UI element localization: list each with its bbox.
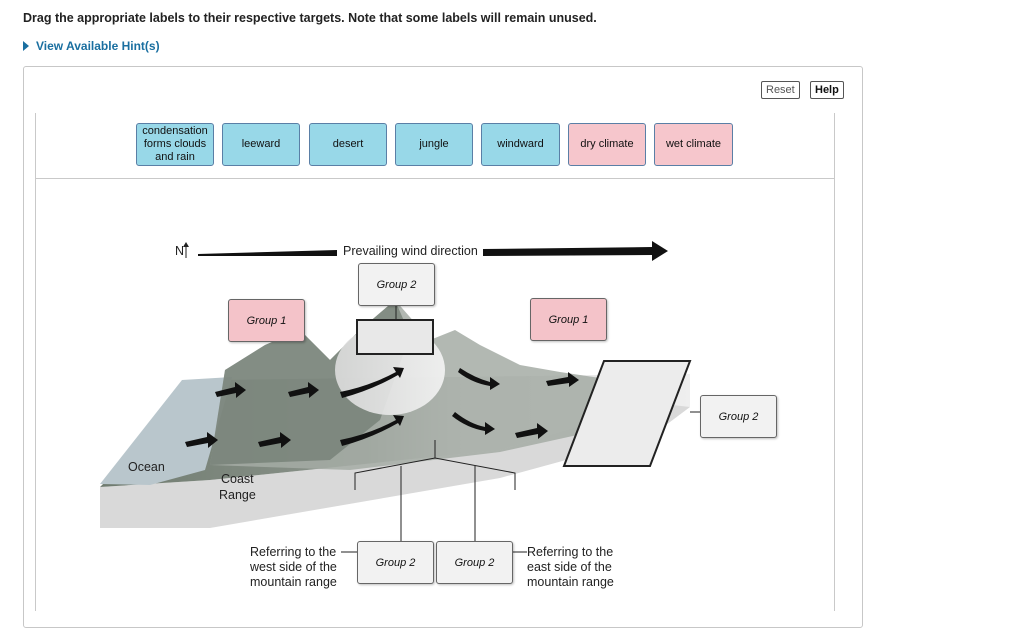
wind-direction-label: Prevailing wind direction [341, 244, 480, 259]
west-caption-line: west side of the [250, 560, 337, 574]
wind-arrow-head [483, 241, 668, 261]
north-arrow-icon [183, 242, 189, 247]
ocean-label: Ocean [128, 460, 165, 474]
view-hints-label: View Available Hint(s) [36, 39, 160, 53]
coast-range-label-2: Range [219, 488, 256, 502]
wind-flow-arrows [185, 367, 579, 448]
rain-shadow-diagram [100, 241, 700, 553]
target-group1-right[interactable]: Group 1 [530, 298, 607, 341]
east-caption: Referring to the east side of the mounta… [527, 545, 614, 590]
view-hints-link[interactable]: View Available Hint(s) [23, 39, 160, 53]
north-label: N [175, 244, 185, 258]
east-caption-line: east side of the [527, 560, 612, 574]
help-button[interactable]: Help [810, 81, 844, 99]
label-dry-climate[interactable]: dry climate [568, 123, 646, 166]
target-group2-bottom-right[interactable]: Group 2 [436, 541, 513, 584]
expand-triangle-icon [23, 41, 29, 51]
west-caption-line: Referring to the [250, 545, 337, 559]
target-group2-bottom-left[interactable]: Group 2 [357, 541, 434, 584]
block-front-face [100, 374, 690, 528]
wind-arrow-tail [198, 250, 337, 256]
label-windward[interactable]: windward [481, 123, 560, 166]
desert-inset [562, 360, 692, 467]
reset-button[interactable]: Reset [761, 81, 800, 99]
label-condensation[interactable]: condensation forms clouds and rain [136, 123, 214, 166]
coast-range-label-1: Coast [221, 472, 254, 486]
west-caption: Referring to the west side of the mounta… [250, 545, 337, 590]
west-caption-line: mountain range [250, 575, 337, 589]
target-group2-right[interactable]: Group 2 [700, 395, 777, 438]
cloud-inset [356, 319, 434, 355]
instruction-text: Drag the appropriate labels to their res… [23, 11, 597, 25]
label-wet-climate[interactable]: wet climate [654, 123, 733, 166]
label-jungle[interactable]: jungle [395, 123, 473, 166]
label-tray-divider [35, 178, 834, 179]
target-group2-top[interactable]: Group 2 [358, 263, 435, 306]
drag-drop-workarea [35, 113, 835, 611]
ocean-area [100, 377, 232, 485]
label-desert[interactable]: desert [309, 123, 387, 166]
east-caption-line: mountain range [527, 575, 614, 589]
east-caption-line: Referring to the [527, 545, 614, 559]
label-leeward[interactable]: leeward [222, 123, 300, 166]
target-group1-left[interactable]: Group 1 [228, 299, 305, 342]
